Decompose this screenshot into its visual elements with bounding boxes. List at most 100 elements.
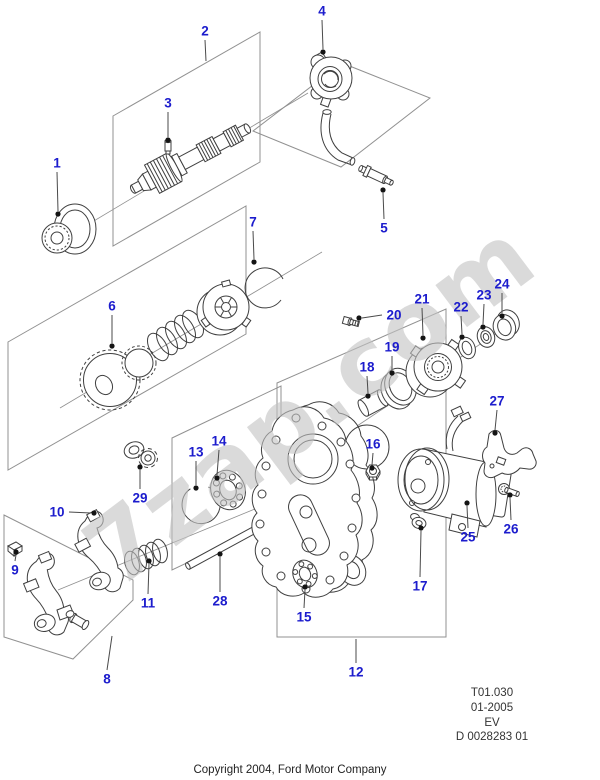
callout-11[interactable]: 11 [140,595,156,611]
callout-9[interactable]: 9 [11,562,19,578]
callout-28[interactable]: 28 [212,593,228,609]
doc-info-date: 01-2005 [470,701,514,714]
callout-29[interactable]: 29 [132,490,148,506]
leader-dot-1 [55,211,61,217]
part-lock-flange [405,338,467,398]
part-shift-fork-upper [74,508,124,593]
callout-24[interactable]: 24 [494,276,510,292]
callout-12[interactable]: 12 [348,664,364,680]
callout-27[interactable]: 27 [489,393,505,409]
leader-line-14 [216,449,220,476]
callout-6[interactable]: 6 [108,298,116,314]
leader-line-9 [14,554,17,562]
leader-line-17 [419,530,422,578]
doc-info-code: T01.030 [470,687,514,699]
callout-1[interactable]: 1 [53,155,61,171]
callout-19[interactable]: 19 [384,339,400,355]
leader-line-11 [147,563,150,595]
copyright-line: Copyright 2004, Ford Motor Company [193,764,387,776]
part-vent-hose [320,109,356,166]
part-motor-pin [504,486,520,498]
leader-line-15 [303,589,306,609]
leader-dot-15 [302,584,308,590]
leader-line-20 [361,314,383,319]
leader-line-23 [482,303,485,325]
leader-dot-26 [507,492,513,498]
leader-dot-7 [251,259,257,265]
leader-dot-24 [499,313,505,319]
leader-line-10 [68,511,92,514]
callout-8[interactable]: 8 [103,671,111,687]
callout-3[interactable]: 3 [164,95,172,111]
leader-dot-27 [492,430,498,436]
callout-7[interactable]: 7 [249,214,257,230]
doc-info: T01.030 01-2005 EV D 0028283 01 [422,686,562,745]
part-bracket [482,429,537,479]
callout-14[interactable]: 14 [211,433,227,449]
leader-dot-11 [146,558,152,564]
callout-21[interactable]: 21 [414,291,430,307]
callout-2[interactable]: 2 [201,23,209,39]
leader-dot-3 [165,137,171,143]
part-shift-fork-lower [18,548,90,638]
part-snap-ring-upper [244,267,284,309]
part-coupling [41,203,97,255]
leader-line-8 [106,635,113,671]
part-breather [358,164,394,186]
leader-dot-14 [214,475,220,481]
leader-dot-10 [91,510,97,516]
leader-line-4 [321,19,324,50]
leader-dot-5 [380,187,386,193]
part-pump-gear [123,441,158,468]
part-washer [410,513,427,530]
leader-dot-29 [137,464,143,470]
callout-10[interactable]: 10 [49,504,65,520]
leader-dot-9 [13,549,19,555]
part-clutch-spring [146,309,205,362]
leader-line-1 [56,171,59,212]
callout-20[interactable]: 20 [386,307,402,323]
leader-dot-22 [459,334,465,340]
callout-13[interactable]: 13 [188,444,204,460]
callout-17[interactable]: 17 [412,578,428,594]
callout-5[interactable]: 5 [380,220,388,236]
leader-dot-13 [193,485,199,491]
leader-dot-4 [320,49,326,55]
callout-26[interactable]: 26 [503,521,519,537]
part-drive-gear [79,345,157,411]
leader-dot-19 [389,370,395,376]
leader-line-21 [421,307,424,336]
callout-18[interactable]: 18 [359,359,375,375]
leader-dot-23 [480,324,486,330]
part-bearing-large [210,469,246,511]
callout-22[interactable]: 22 [453,299,469,315]
leader-line-7 [252,230,255,260]
leader-line-25 [466,505,469,529]
callout-25[interactable]: 25 [460,529,476,545]
part-case-cover [251,401,390,598]
doc-info-market: EV [484,716,500,729]
leader-line-18 [366,375,369,394]
part-oil-pump [309,51,353,108]
leader-line-2 [204,39,207,62]
callout-16[interactable]: 16 [365,436,381,452]
part-shift-motor [397,405,512,538]
leader-dot-17 [418,525,424,531]
part-bolt [341,315,360,328]
leader-dot-21 [420,335,426,341]
callout-4[interactable]: 4 [318,3,326,19]
part-bearing-small [292,559,318,589]
leader-dot-25 [464,500,470,506]
leader-dot-6 [109,343,115,349]
leader-line-5 [382,192,385,220]
leader-line-27 [494,409,498,431]
callout-23[interactable]: 23 [476,287,492,303]
doc-info-drawing-number: D 0028283 01 [455,731,529,744]
callout-15[interactable]: 15 [296,609,312,625]
leader-dot-18 [365,393,371,399]
leader-line-26 [509,497,512,521]
